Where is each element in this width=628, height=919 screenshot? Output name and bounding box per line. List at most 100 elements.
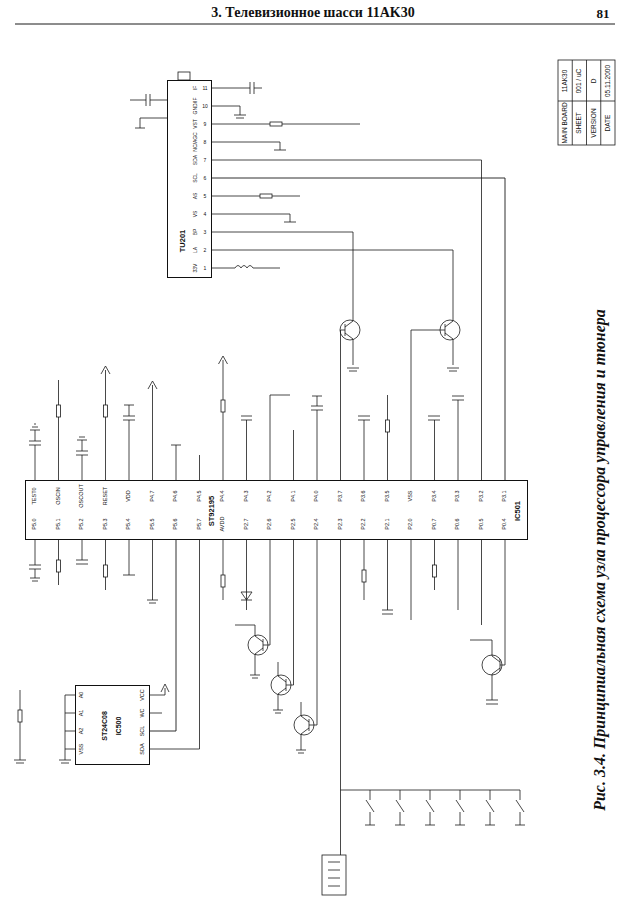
pin-name: P0.5 <box>479 518 485 529</box>
pin-number: 6 <box>204 176 207 181</box>
pin-name: WC <box>140 708 146 717</box>
pin-name: LA <box>193 247 198 253</box>
pin-name: SCL <box>193 173 198 183</box>
transistor-symbol <box>273 662 286 713</box>
eeprom-chip: ST24C08 IC500 <box>75 685 150 765</box>
pin-number: 10 <box>202 104 208 109</box>
resistor-symbol <box>433 565 437 577</box>
pin-name: VST <box>193 119 198 129</box>
pin-name: P0.7 <box>432 518 438 529</box>
pin-name: P5.2 <box>79 518 85 529</box>
page-number: 81 <box>597 7 610 20</box>
pin-name: P4.4 <box>220 490 226 501</box>
pin-name: P3.3 <box>455 490 461 501</box>
pin-name: P4.1 <box>291 490 297 501</box>
pin-name: P3.4 <box>432 490 438 501</box>
pin-name: BP <box>193 229 198 236</box>
figure-caption: Рис. 3.4. Принципиальная схема узла проц… <box>592 309 608 811</box>
resistor-symbol <box>18 710 22 722</box>
pin-name: AVDD <box>220 517 226 532</box>
pin-name: P3.6 <box>361 490 367 501</box>
header-rule <box>15 24 615 25</box>
transistor-symbol <box>296 702 309 753</box>
wire-group <box>14 24 615 895</box>
pin-number: 4 <box>204 212 207 217</box>
transistor-symbol <box>212 232 359 371</box>
pin-number: 9 <box>204 122 207 127</box>
resistor-symbol <box>57 560 61 572</box>
pin-name: P3.1 <box>502 490 508 501</box>
resistor-symbol <box>362 570 366 582</box>
pin-name: VCC <box>140 689 146 701</box>
resistor-symbol <box>386 420 390 432</box>
pin-name: P5.4 <box>126 518 132 529</box>
pin-name: P3.2 <box>479 490 485 501</box>
pin-name: TEST0 <box>32 487 38 504</box>
pin-name: P5.3 <box>103 518 109 529</box>
pin-name: P5.0 <box>32 518 38 529</box>
part-number: TU201 <box>179 230 187 253</box>
reference-designator: IC500 <box>115 717 122 736</box>
pin-name: P2.2 <box>361 518 367 529</box>
pin-name: P5.6 <box>173 518 179 529</box>
pin-number: 1 <box>204 266 207 271</box>
pin-name: P5.1 <box>56 518 62 529</box>
pin-name: 33V <box>193 264 198 273</box>
pin-name: P0.6 <box>455 518 461 529</box>
title-block-cell: 11AK30 <box>562 69 569 92</box>
pin-name: P2.4 <box>314 518 320 529</box>
pin-name: OSCIN <box>56 487 62 504</box>
page-heading: 3. Телевизионное шасси 11AK30 <box>211 6 414 20</box>
pin-name: P2.7 <box>244 518 250 529</box>
pin-name: AS <box>193 193 198 200</box>
part-number: ST92195 <box>209 496 217 526</box>
pin-name: P2.0 <box>408 518 414 529</box>
pin-number: 3 <box>204 230 207 235</box>
resistor-symbol <box>260 194 272 198</box>
connector-symbol <box>328 862 340 886</box>
title-block-cell: SHEET <box>576 112 583 134</box>
pin-name: A2 <box>79 728 85 735</box>
pin-name: P2.6 <box>267 518 273 529</box>
wire <box>29 540 520 855</box>
connector-symbol <box>322 855 346 895</box>
pin-name: VDD <box>126 490 132 502</box>
pin-name: RESET <box>103 487 109 505</box>
part-number: ST24C08 <box>101 711 108 741</box>
wire <box>130 82 360 268</box>
resistor-symbol <box>270 122 282 126</box>
wire <box>29 160 482 480</box>
pin-name: P5.7 <box>197 518 203 529</box>
pin-number: 8 <box>204 140 207 145</box>
transistor-symbol <box>470 640 500 704</box>
pin-name: P4.5 <box>197 490 203 501</box>
pin-name: P4.6 <box>173 490 179 501</box>
pin-name: P4.3 <box>244 490 250 501</box>
pin-name: P2.1 <box>385 518 391 529</box>
pin-name: P0.4 <box>502 518 508 529</box>
pin-name: P4.7 <box>150 490 156 501</box>
transistor-symbol <box>235 625 263 678</box>
transistor-symbol <box>212 250 459 371</box>
title-block-frame <box>558 60 615 145</box>
tuner-tab <box>178 72 190 80</box>
pin-number: 2 <box>204 248 207 253</box>
pin-name: OSCOUT <box>79 484 85 508</box>
pin-name: P3.7 <box>338 490 344 501</box>
title-block-cell: 05.11.2000 <box>605 64 612 96</box>
pin-name: NC/AGC <box>193 132 198 151</box>
resistor-symbol <box>221 400 225 412</box>
reference-designator: IC501 <box>514 501 522 521</box>
pin-name: P2.5 <box>291 518 297 529</box>
pin-name: P5.5 <box>150 518 156 529</box>
signal-wire <box>212 178 505 480</box>
title-block-grid <box>558 60 615 145</box>
resistor-symbol <box>57 405 61 417</box>
pin-name: P4.2 <box>267 490 273 501</box>
pin-name: P2.3 <box>338 518 344 529</box>
pin-name: VS <box>193 211 198 218</box>
resistor-symbol <box>221 575 225 587</box>
title-block-cell: 001 / uC <box>576 68 583 93</box>
